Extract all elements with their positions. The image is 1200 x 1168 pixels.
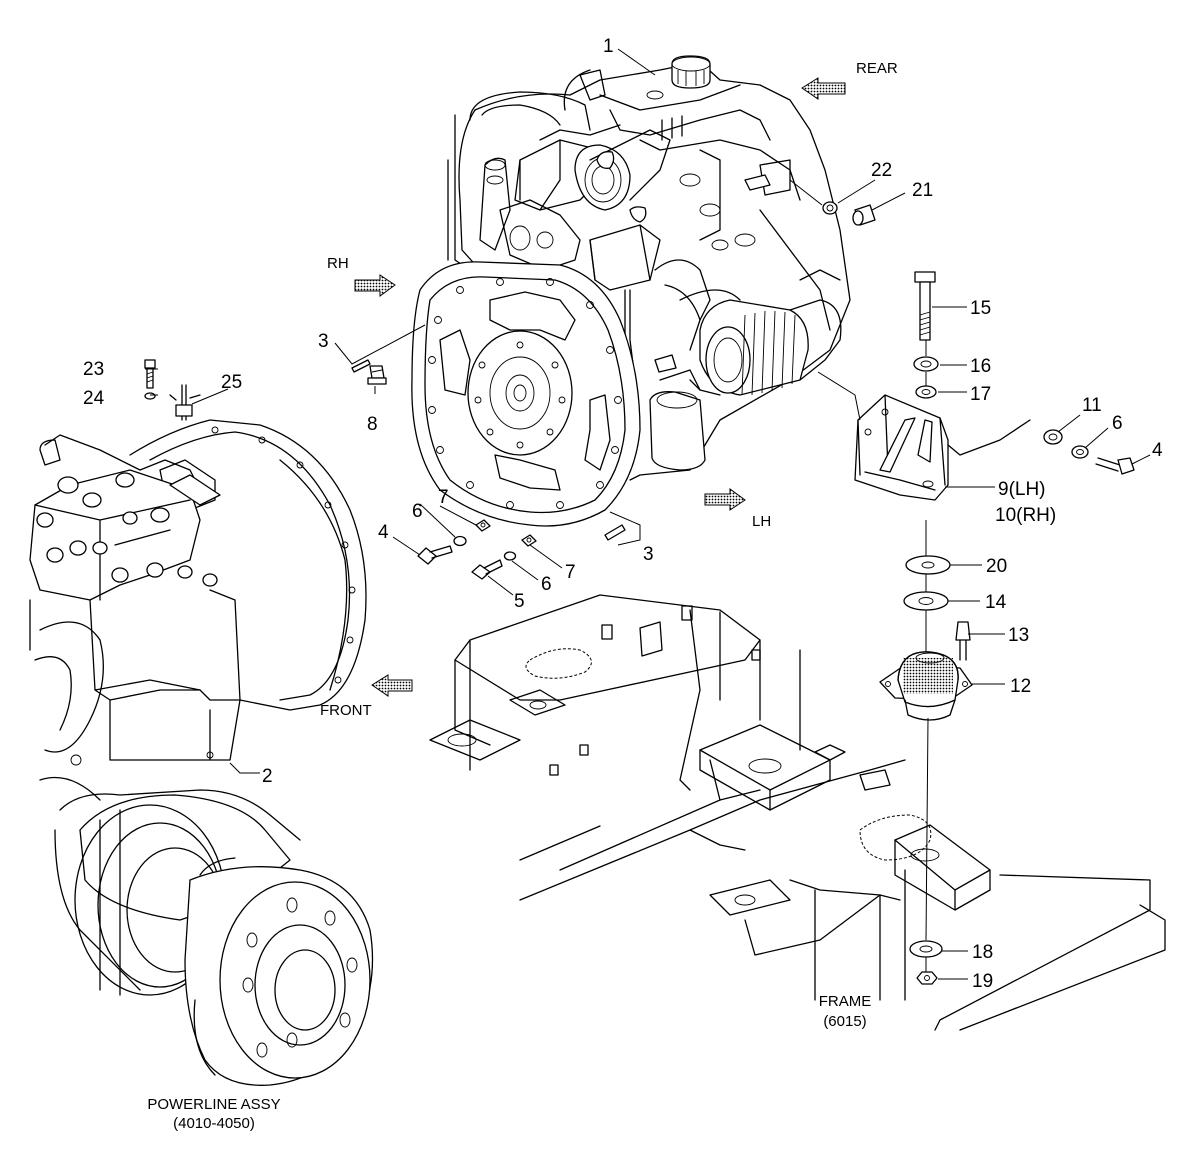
frame-ref: (6015) [823, 1013, 866, 1030]
part-14-washer [903, 591, 949, 611]
callout-10-rh: 10(RH) [995, 505, 1056, 526]
part-18-washer [909, 940, 943, 958]
hardware-parts [144, 179, 1135, 985]
part-19-nut [916, 971, 938, 985]
callout-7-upper: 7 [438, 487, 449, 508]
part-21-cap [852, 204, 876, 226]
part-6-washer-left [453, 535, 467, 547]
part-4-bolt-right [1095, 457, 1135, 475]
callout-5: 5 [514, 591, 525, 612]
assembly-labels: POWERLINE ASSY (4010-4050) FRAME (6015) [147, 993, 871, 1132]
callout-23: 23 [83, 359, 104, 380]
part-4-bolt-left [417, 545, 453, 565]
callout-17: 17 [970, 384, 991, 405]
callout-6-mid: 6 [541, 574, 552, 595]
part-6-washer-right [1071, 445, 1089, 459]
callout-7-lower: 7 [565, 562, 576, 583]
direction-rh: RH [327, 255, 349, 272]
frame-label: FRAME [819, 993, 872, 1010]
part-5-bolt [471, 559, 503, 580]
powerline-assy-label: POWERLINE ASSY [147, 1096, 280, 1113]
part-11-washer [1043, 429, 1063, 445]
powerline-assy-ref: (4010-4050) [173, 1115, 255, 1132]
part-3-dowel-pin-lower [604, 524, 626, 541]
part-3-dowel-pin [351, 359, 371, 373]
direction-arrow-icon [704, 488, 746, 511]
direction-rear: REAR [856, 60, 898, 77]
callout-6-right: 6 [1112, 413, 1123, 434]
callout-25: 25 [221, 372, 242, 393]
callout-18: 18 [972, 942, 993, 963]
callout-4-left: 4 [378, 522, 389, 543]
callout-3-lower: 3 [643, 544, 654, 565]
part-24-washer [144, 392, 156, 400]
flywheel-flange [411, 261, 641, 527]
direction-arrow-icon [801, 77, 846, 100]
callout-3-upper: 3 [318, 331, 329, 352]
part-12-rubber-mount [879, 651, 973, 721]
part-7-nut-upper [475, 519, 491, 532]
callout-labels: 1 2 3 3 4 4 5 6 6 6 7 7 8 9(LH) 10(RH) 1… [83, 36, 1163, 992]
part-16-washer [913, 356, 939, 372]
callout-16: 16 [970, 356, 991, 377]
part-25-breather [169, 384, 201, 421]
callout-11: 11 [1082, 395, 1102, 416]
part-13-bolt [955, 621, 971, 661]
part-6-washer-mid [503, 551, 517, 561]
callout-13: 13 [1008, 625, 1029, 646]
callout-22: 22 [871, 160, 892, 181]
callout-8: 8 [367, 414, 378, 435]
callout-6-left: 6 [412, 501, 423, 522]
part-7-nut-lower [521, 534, 537, 547]
part-9-10-mount-bracket [854, 394, 1031, 501]
direction-front: FRONT [320, 702, 372, 719]
callout-14: 14 [985, 592, 1007, 613]
part-23-bolt [144, 359, 156, 389]
part-8-plug [367, 365, 387, 385]
part-20-washer [905, 555, 951, 575]
callout-21: 21 [912, 180, 933, 201]
callout-20: 20 [986, 556, 1007, 577]
callout-2: 2 [262, 766, 273, 787]
callout-12: 12 [1010, 676, 1031, 697]
frame-assembly [429, 594, 1166, 1031]
callout-15: 15 [970, 298, 991, 319]
direction-arrow-icon [354, 274, 396, 297]
powerline-assembly [29, 419, 374, 1086]
direction-arrow-icon [371, 674, 413, 697]
part-15-bolt [914, 271, 936, 341]
engine-assembly [447, 55, 851, 481]
leader-lines [145, 48, 1151, 980]
part-17-washer [915, 385, 937, 399]
callout-19: 19 [972, 971, 993, 992]
callout-24: 24 [83, 388, 105, 409]
callout-9-lh: 9(LH) [998, 479, 1046, 500]
callout-1: 1 [603, 36, 614, 57]
direction-labels: REAR RH LH FRONT [320, 60, 898, 719]
part-22-cap [822, 201, 838, 215]
direction-lh: LH [752, 513, 771, 530]
callout-4-right: 4 [1152, 440, 1163, 461]
